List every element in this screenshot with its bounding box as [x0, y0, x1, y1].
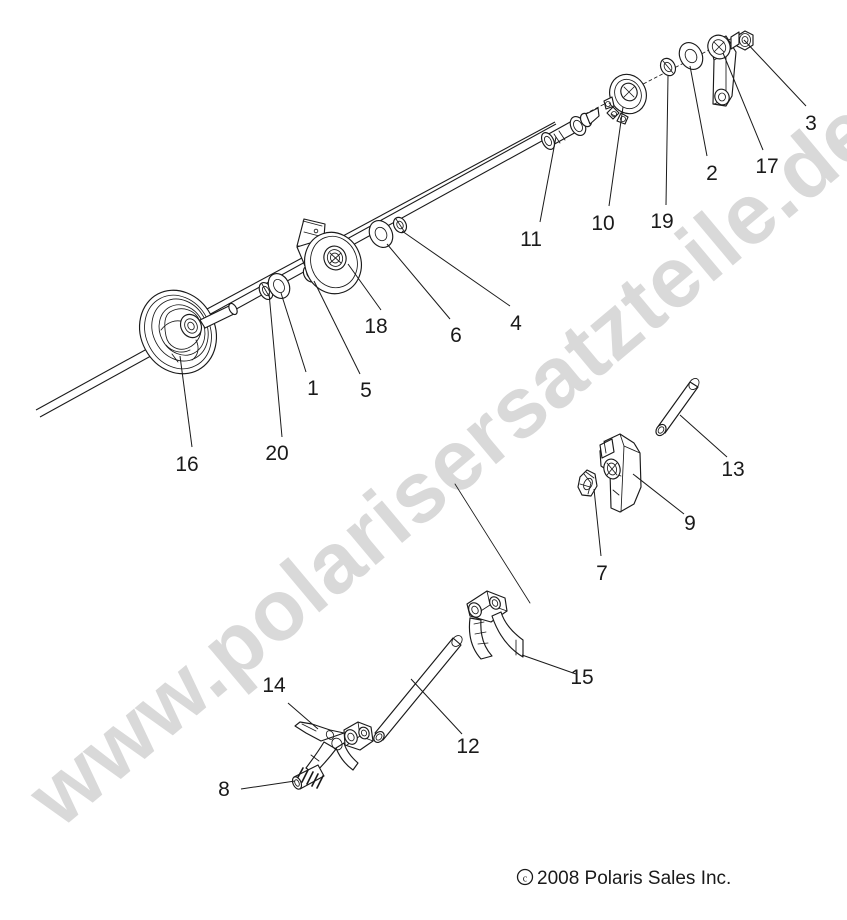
part-11-shaft-end-bearing — [540, 107, 600, 150]
leader-9 — [632, 473, 685, 515]
leader-3 — [743, 39, 807, 107]
callout-number-10: 10 — [591, 212, 614, 235]
copyright-notice: c 2008 Polaris Sales Inc. — [516, 868, 731, 889]
shift-lever-group — [577, 378, 700, 513]
main-shaft-line-lower — [35, 123, 557, 411]
part-3-nut-hex — [730, 30, 754, 51]
callout-number-6: 6 — [450, 324, 462, 347]
leader-7 — [593, 488, 602, 557]
part-4-clip-retainer — [392, 216, 408, 234]
main-shaft-line-lower2 — [39, 130, 561, 418]
leader-11 — [539, 136, 557, 223]
leader-13 — [679, 414, 728, 458]
leader-19 — [665, 75, 669, 206]
callout-number-20: 20 — [265, 442, 288, 465]
leader-12 — [410, 678, 463, 735]
main-shaft-line-upper — [167, 121, 556, 331]
part-7-spring-clip — [577, 469, 598, 497]
part-13-guide-pin-rod — [655, 378, 700, 437]
callout-number-2: 2 — [706, 162, 718, 185]
part-12-shift-fork-rod — [373, 635, 463, 744]
callout-number-11: 11 — [520, 228, 542, 251]
part-16-detent-drum-plate — [139, 289, 238, 375]
callout-number-12: 12 — [456, 735, 479, 758]
leader-16 — [179, 355, 193, 448]
leader-5 — [313, 280, 361, 375]
leader-15 — [521, 654, 577, 675]
leader-2 — [689, 65, 708, 157]
copyright-c-glyph: c — [523, 874, 528, 885]
part-1-washer-small-left — [267, 273, 291, 299]
copyright-circle-icon — [516, 868, 534, 886]
callout-number-5: 5 — [360, 379, 372, 402]
part-15-shift-fork-upper — [466, 590, 524, 660]
leader-10 — [608, 106, 624, 207]
leader-1 — [280, 292, 307, 373]
leader-8 — [240, 780, 296, 790]
callout-number-15: 15 — [570, 666, 593, 689]
callout-number-17: 17 — [755, 155, 778, 178]
callout-number-8: 8 — [218, 778, 230, 801]
callout-number-7: 7 — [596, 562, 608, 585]
part-14-shift-fork-lower — [294, 721, 374, 775]
part-18-drive-gear-disc — [296, 218, 362, 295]
leader-14 — [287, 702, 319, 730]
part-8-coil-spring — [291, 764, 325, 790]
callout-number-18: 18 — [364, 315, 387, 338]
part-19-washer-tiny — [659, 57, 677, 77]
part-9-shift-lever-bracket — [599, 433, 642, 513]
part-10-gear-index-plate — [603, 73, 647, 125]
leader-20 — [268, 292, 283, 438]
part-17-shift-arm — [707, 34, 737, 107]
shift-fork-group — [291, 483, 531, 790]
callout-number-19: 19 — [650, 210, 673, 233]
fork-construction-line — [454, 483, 531, 604]
leader-17 — [722, 52, 764, 151]
callout-number-13: 13 — [721, 458, 744, 481]
part-2-washer-large-right — [678, 42, 704, 70]
leader-4 — [401, 230, 511, 307]
callout-number-14: 14 — [262, 674, 286, 697]
callout-number-1: 1 — [307, 377, 319, 400]
callout-number-3: 3 — [805, 112, 817, 135]
callout-number-16: 16 — [175, 453, 198, 476]
callout-number-4: 4 — [510, 312, 522, 335]
copyright-text: 2008 Polaris Sales Inc. — [537, 868, 731, 889]
leader-18 — [347, 263, 382, 311]
leader-lines — [179, 39, 807, 790]
leader-6 — [386, 243, 451, 320]
callout-number-9: 9 — [684, 512, 696, 535]
part-6-washer-mid — [368, 220, 394, 248]
